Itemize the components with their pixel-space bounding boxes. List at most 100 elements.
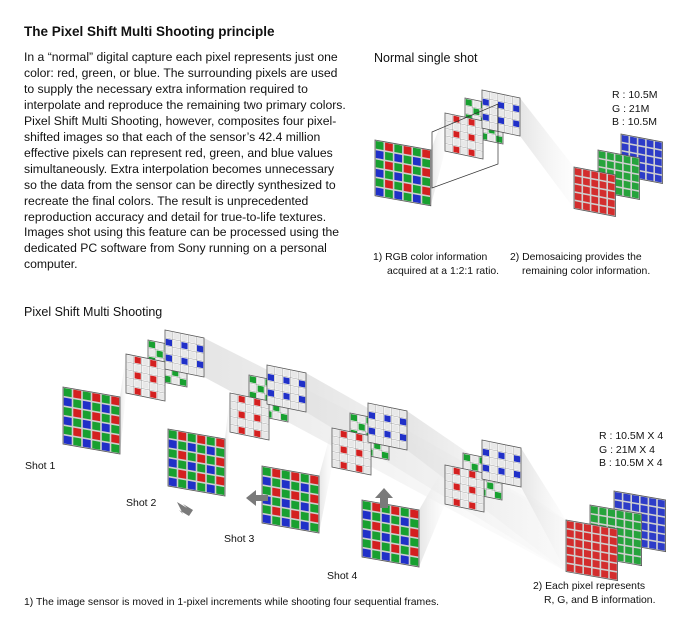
shot-4-blue-plane-cell — [482, 440, 489, 449]
normal-red-plane-cell — [445, 129, 452, 137]
shot-4-blue-plane-cell — [514, 478, 521, 487]
normal-out-green-cell — [615, 170, 623, 179]
shot-4-sensor-cell — [362, 519, 371, 530]
ps-out-red-cell — [566, 529, 574, 538]
shot-2-red-plane-cell — [246, 420, 253, 429]
normal-red-plane-cell — [468, 149, 475, 157]
shot-4-sensor-cell — [391, 515, 400, 525]
normal-red-plane-gridline — [444, 135, 484, 145]
shot-1-sensor-cell — [73, 399, 82, 409]
shot-2-sensor-cell — [197, 472, 206, 483]
ps-out-blue-cell — [649, 506, 657, 515]
shot-2-blue-plane-cell — [291, 378, 298, 387]
shot-4-red-plane-cell — [445, 481, 452, 490]
normal-out-green-cell — [632, 190, 639, 199]
shot-4-sensor — [361, 499, 420, 568]
ps-out-blue-cell — [657, 533, 665, 543]
shot-1-red-plane-cell — [142, 358, 149, 366]
shot-4-blue-plane-cell — [498, 459, 505, 468]
shot-1-blue-plane-cell — [181, 341, 188, 350]
ps-out-green-cell — [590, 505, 598, 515]
shot-1-green-plane-cell — [148, 340, 155, 349]
shot-3-sensor — [261, 465, 320, 534]
normal-red-plane-gridline — [444, 143, 484, 152]
normal-out-red-cell — [583, 186, 590, 195]
shot-3-sensor-cell — [281, 489, 290, 499]
normal-bayer-sensor-cell — [375, 159, 384, 169]
normal-bayer-sensor-cell — [413, 156, 421, 166]
shot-3-green-plane-cell — [358, 423, 365, 431]
shot-4-blue-plane-cell — [490, 465, 497, 474]
shot-1-blue-plane-cell — [165, 346, 172, 355]
shot-1-red-plane-cell — [134, 387, 141, 396]
shot-2-red-plane-cell — [246, 428, 253, 436]
shot-2-red-plane-cell — [238, 418, 245, 427]
shot-1-green-plane-cell — [164, 375, 171, 383]
shot-1-sensor-cell — [82, 438, 91, 449]
shot-2-green-plane-cell — [273, 411, 280, 420]
shot-4-red-plane-cell — [469, 501, 476, 510]
shot-2-sensor-cell — [168, 429, 177, 440]
shot-2-red-plane-cell — [238, 426, 245, 435]
shot-4-blue-plane-cell — [482, 472, 489, 480]
shot-3-sensor-cell — [262, 485, 271, 496]
normal-out-blue-cell — [630, 144, 637, 153]
page-title: The Pixel Shift Multi Shooting principle — [24, 24, 275, 39]
ps-out-green-cell — [625, 546, 633, 555]
shot-3-sensor-cell — [281, 517, 290, 528]
normal-blue-plane-cell — [513, 120, 520, 128]
shot-2-red-plane-cell — [262, 431, 269, 440]
shot-2-red-plane-cell — [254, 429, 261, 438]
shot-2-red-plane-cell — [246, 412, 253, 421]
shot-3-blue-plane-cell — [368, 435, 375, 443]
shot-2-red-plane-cell — [246, 397, 253, 405]
ps-out-blue-cell — [649, 540, 657, 550]
shot-4-sensor-cell — [410, 509, 419, 519]
shot-3-red-plane-cell — [332, 444, 339, 453]
shot-1-blue-plane-cell — [173, 348, 180, 356]
normal-bayer-sensor-cell — [385, 179, 393, 189]
shot-3-sensor-cell — [300, 483, 309, 493]
ps-out-red-cell — [566, 555, 574, 564]
shot-3-sensor-cell — [262, 466, 271, 477]
shot-4-sensor-cell — [372, 540, 381, 550]
shot-4-sensor-cell — [381, 523, 390, 533]
shot-2-sensor-cell — [178, 479, 187, 489]
normal-blue-plane-cell — [498, 109, 504, 117]
shot-4-sensor-cell — [381, 532, 390, 543]
normal-red-plane-cell — [476, 120, 483, 128]
normal-out-blue-cell — [638, 171, 646, 180]
shot-4-sensor-cell — [391, 524, 400, 535]
normal-bayer-sensor-cell — [375, 187, 384, 197]
normal-out-red-cell — [591, 171, 599, 180]
shot-3-sensor-cell — [291, 519, 300, 529]
normal-blue-plane-cell — [490, 115, 497, 123]
shot-2-sensor-cell — [216, 438, 225, 448]
normal-out-red-cell — [574, 176, 582, 185]
shot-1-sensor-cell — [63, 406, 72, 417]
ps-out-red-cell — [592, 534, 600, 543]
shot-1-blue-plane-cell — [197, 337, 204, 345]
normal-out-blue-cell — [638, 154, 646, 163]
sensor-panels — [62, 89, 666, 582]
shot-3-sensor-cell — [262, 504, 271, 515]
normal-out-red-cell — [591, 179, 599, 188]
shot-1-sensor-cell — [63, 387, 72, 398]
shot-3-blue-plane-cell — [400, 425, 407, 434]
shot-3-red-plane-cell — [340, 446, 347, 454]
shot-2-sensor-cell — [206, 465, 215, 475]
ps-out-blue-cell — [649, 532, 657, 541]
ps-out-red-cell — [575, 548, 583, 557]
normal-blue-plane-cell — [490, 122, 497, 131]
shot-4-sensor-cell — [391, 543, 400, 554]
shot-2-blue-plane-cell — [291, 401, 298, 410]
shot-4-red-plane-cell — [461, 476, 468, 485]
normal-bayer-sensor-cell — [413, 166, 421, 176]
shot-4-red-plane-cell — [445, 489, 452, 497]
ps-out-red-cell — [609, 571, 617, 580]
shot-2-red-plane-cell — [254, 406, 261, 415]
normal-bayer-sensor-cell — [403, 192, 412, 202]
shot-1-red-plane-cell — [150, 383, 157, 391]
ps-caption-2-line1: 2) Each pixel represents — [533, 581, 646, 592]
shot-3-sensor-cell — [272, 468, 281, 478]
